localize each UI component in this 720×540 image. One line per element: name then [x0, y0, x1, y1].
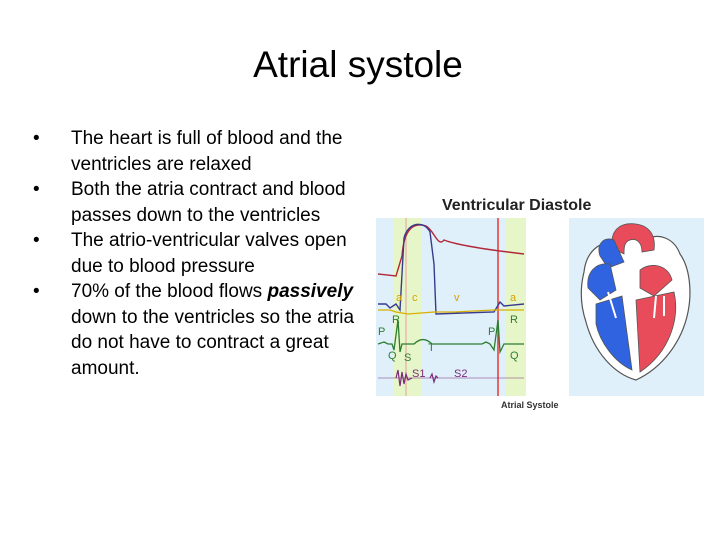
bullet-dot: •	[33, 179, 40, 200]
label-a-wave: a	[396, 292, 403, 304]
atrial-pressure-curve	[378, 309, 524, 315]
highlight-band-right	[506, 218, 526, 396]
label-v-wave: v	[454, 292, 460, 304]
bullet-dot: •	[33, 230, 40, 251]
bullet-item: • The heart is full of blood and the vent…	[26, 126, 356, 177]
bullet-dot: •	[33, 281, 40, 302]
label-ecg-p: P	[378, 326, 386, 338]
figure-caption: Atrial Systole	[501, 400, 559, 410]
figure-title: Ventricular Diastole	[442, 197, 592, 214]
left-ventricle	[635, 291, 677, 373]
flow-arrow-left	[653, 295, 657, 319]
bullet-emphasis: passively	[267, 281, 354, 302]
cardiac-cycle-figure: Ventricular Diastole a c v a R P	[374, 192, 710, 418]
bullet-item: • The atrio-ventricular valves open due t…	[26, 228, 356, 279]
bullet-text: The heart is full of blood and the ventr…	[71, 128, 343, 175]
figure-graphics	[376, 218, 704, 396]
heart-sound-s2	[429, 372, 439, 385]
right-ventricle	[595, 295, 633, 371]
label-ecg-r-2: R	[510, 314, 518, 326]
bullet-item: • 70% of the blood flows passively down t…	[26, 279, 356, 381]
label-ecg-q: Q	[388, 350, 397, 362]
label-ecg-r: R	[392, 314, 400, 326]
bullet-item: • Both the atria contract and blood passe…	[26, 177, 356, 228]
bullet-text-before: 70% of the blood flows	[71, 281, 268, 302]
pulmonary-vessel	[598, 238, 625, 269]
bullet-text: The atrio-ventricular valves open due to…	[71, 230, 347, 277]
label-c-wave: c	[412, 292, 418, 304]
page-title: Atrial systole	[253, 44, 463, 85]
bullet-dot: •	[33, 128, 40, 149]
flow-arrow-right	[607, 291, 617, 319]
bullet-list: • The heart is full of blood and the vent…	[26, 126, 356, 381]
label-a-wave-2: a	[510, 292, 517, 304]
label-sound-s2: S2	[454, 368, 468, 380]
bullet-text-after: down to the ventricles so the atria do n…	[71, 306, 355, 379]
label-ecg-s: S	[404, 352, 412, 364]
aortic-pressure-curve	[377, 224, 525, 277]
ventricular-volume-curve	[378, 223, 525, 315]
left-atrium	[639, 265, 673, 297]
ecg-curve	[377, 319, 524, 355]
bullet-text: Both the atria contract and blood passes…	[71, 179, 346, 226]
aorta-vessel	[611, 223, 655, 255]
label-ecg-t: T	[428, 342, 435, 354]
label-ecg-p-2: P	[488, 326, 496, 338]
label-ecg-q-2: Q	[510, 350, 519, 362]
label-sound-s1: S1	[412, 368, 426, 380]
right-atrium	[587, 263, 617, 301]
